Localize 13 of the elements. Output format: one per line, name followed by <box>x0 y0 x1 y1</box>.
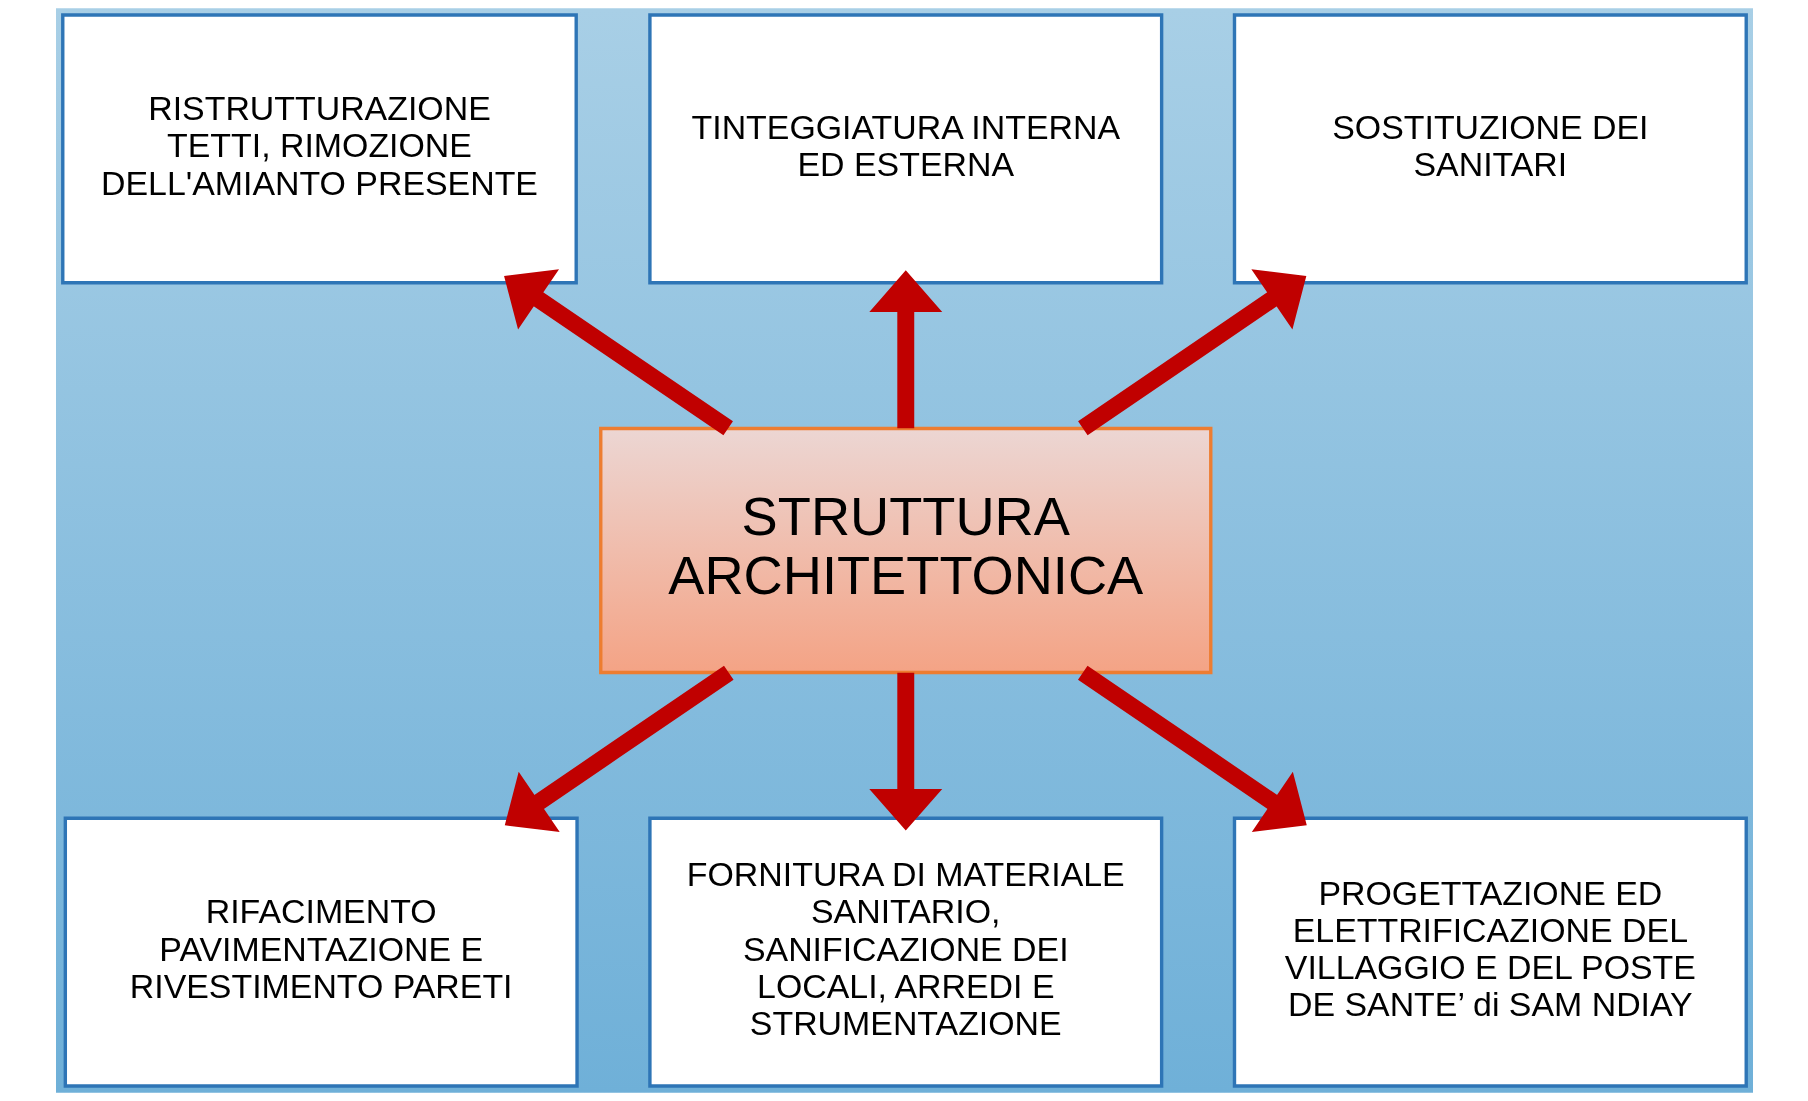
node-box: TINTEGGIATURA INTERNA ED ESTERNA <box>647 13 1163 285</box>
arrow <box>1077 269 1306 436</box>
node-box: RIFACIMENTO PAVIMENTAZIONE E RIVESTIMENTO PARETI <box>63 816 579 1088</box>
arrow <box>1077 665 1307 832</box>
arrow <box>868 672 942 831</box>
node-box: SOSTITUZIONE DEI SANITARI <box>1232 13 1748 285</box>
arrow <box>868 270 942 429</box>
node-box: FORNITURA DI MATERIALE SANITARIO, SANIFICAZIONE DEI LOCALI, ARREDI E STRUMENTAZIONE <box>647 816 1163 1088</box>
node-box: RISTRUTTURAZIONE TETTI, RIMOZIONE DELL'AMIANTO PRESENTE <box>60 13 578 285</box>
arrow <box>504 665 734 832</box>
arrow <box>503 269 733 436</box>
node-box: STRUTTURA ARCHITETTONICA <box>598 426 1212 675</box>
node-box: PROGETTAZIONE ED ELETTRIFICAZIONE DEL VILLAGGIO E DEL POSTE DE SANTE’ di SAM NDIAY <box>1232 816 1748 1088</box>
